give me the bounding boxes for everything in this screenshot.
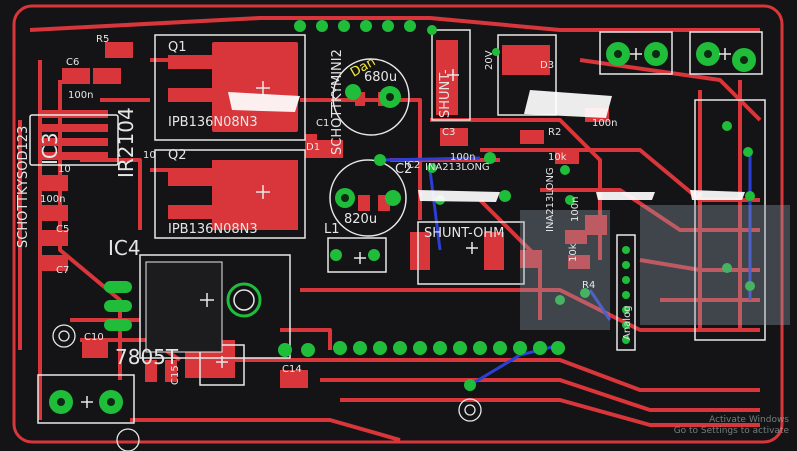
c6-label: C6 [66, 57, 80, 68]
silkscreen-outlines [29, 29, 766, 424]
value-100n-top-label: 100n [592, 118, 618, 129]
c2-label: C2 [395, 162, 413, 177]
d3-label: D3 [540, 60, 555, 71]
q2-label: Q2 [168, 148, 187, 163]
windows-activation-watermark: Activate Windows Go to Settings to activ… [674, 415, 789, 437]
through-hole-pads [49, 20, 756, 414]
lighting-glare [228, 90, 745, 202]
c-100n-left-label: 100n [40, 194, 66, 205]
ic3-pads [38, 110, 108, 160]
window-reflection [520, 205, 790, 330]
c15-label: C15 [170, 365, 181, 385]
cap-820-label: 820u [344, 212, 378, 227]
c7-label: C7 [56, 265, 70, 276]
cap-680-label: 680u [364, 70, 398, 85]
q1-label: Q1 [168, 40, 187, 55]
ina-vertical-label: INA213LONG [545, 167, 556, 232]
shunt-mid-label: SHUNT-OHM [424, 226, 505, 241]
r2-value-label: 10k [548, 152, 567, 163]
c1-label: C1 [316, 118, 330, 129]
q1-part-label: IPB136N08N3 [168, 115, 258, 130]
d1-label: D1 [306, 142, 321, 153]
shunt-top-label: SHUNT- [438, 69, 453, 118]
c3-label: C3 [442, 127, 456, 138]
silkscreen-crosses [81, 48, 731, 408]
schottky-mini-label: SCHOTTKYMINI2 [330, 49, 345, 155]
r4-label: R4 [582, 280, 596, 291]
value-10k-right-label: 10k [568, 243, 579, 262]
schottky-left-label: SCHOTTKYSOD123 [16, 125, 31, 248]
c6-value-label: 100n [68, 90, 94, 101]
ic4-package [145, 261, 262, 353]
ic2-label: IC2 [404, 160, 421, 171]
reg-7805-label: 7805T [115, 345, 179, 369]
value-10a-label: 10 [58, 164, 71, 175]
r2-label: R2 [548, 127, 562, 138]
analog-label: Analog [622, 305, 633, 340]
c3-value-label: 100n [450, 152, 476, 163]
ic4-label: IC4 [108, 236, 141, 260]
ic2-part-label: INA213LONG [425, 162, 490, 173]
value-100n-right-label: 100n [570, 196, 581, 222]
ir2104-label: IR2104 [114, 107, 138, 178]
ic3-label: IC3 [38, 132, 62, 165]
v20-label: 20V [484, 50, 495, 70]
watermark-line1: Activate Windows [709, 415, 789, 425]
c10-label: C10 [84, 332, 104, 343]
board-outline [12, 4, 784, 444]
l1-label: L1 [324, 222, 340, 237]
q2-part-label: IPB136N08N3 [168, 222, 258, 237]
c5-label: C5 [56, 224, 70, 235]
c14-label: C14 [282, 364, 302, 375]
mounting-holes [52, 324, 482, 451]
value-10b-label: 10 [143, 150, 156, 161]
copper-top-traces [18, 16, 762, 442]
watermark-line2: Go to Settings to activate [673, 426, 789, 436]
r5-label: R5 [96, 34, 110, 45]
